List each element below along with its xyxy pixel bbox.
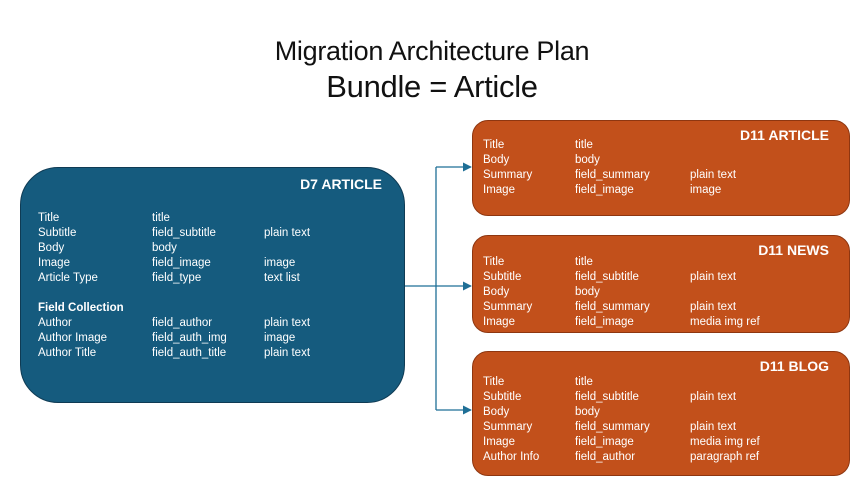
field-machine-name: title [575,376,593,388]
field-label: Title [483,376,505,388]
field-type: media img ref [690,436,760,448]
field-machine-name: field_type [152,272,202,284]
field-row: Title title [473,255,849,270]
field-row: Subtitle field_subtitle plain text [473,390,849,405]
field-machine-name: body [152,242,177,254]
d7-article-header: D7 ARTICLE [300,176,382,192]
field-machine-name: field_summary [575,421,650,433]
field-machine-name: body [575,154,600,166]
field-label: Article Type [38,272,98,284]
field-type: media img ref [690,316,760,328]
field-machine-name: field_summary [575,301,650,313]
field-label: Author Info [483,451,540,463]
field-machine-name: field_auth_img [152,332,227,344]
field-row: Author Title field_auth_title plain text [21,346,404,361]
field-label: Subtitle [38,227,77,239]
field-row: Title title [473,375,849,390]
field-label: Title [38,212,60,224]
field-machine-name: title [575,139,593,151]
field-machine-name: field_image [575,316,634,328]
field-machine-name: field_image [575,436,634,448]
field-row: Title title [21,211,404,226]
field-machine-name: field_image [575,184,634,196]
field-machine-name: field_image [152,257,211,269]
field-row: Summary field_summary plain text [473,300,849,315]
field-label: Image [483,184,515,196]
field-machine-name: field_author [152,317,213,329]
field-machine-name: field_subtitle [152,227,216,239]
field-row: Title title [473,138,849,153]
field-type: text list [264,272,300,284]
d11-blog-header: D11 BLOG [759,358,829,374]
field-label: Author [38,317,72,329]
field-label: Image [483,436,515,448]
field-row: Body body [21,241,404,256]
field-label: Body [38,242,65,254]
field-row: Author Image field_auth_img image [21,331,404,346]
field-row: Body body [473,153,849,168]
field-machine-name: title [152,212,170,224]
field-machine-name: field_summary [575,169,650,181]
diagram-title: Migration Architecture Plan Bundle = Art… [0,34,864,106]
field-row: Author Info field_author paragraph ref [473,450,849,465]
field-row: Body body [473,285,849,300]
field-row: Author field_author plain text [21,316,404,331]
field-label: Summary [483,301,533,313]
field-type: plain text [690,391,737,403]
field-machine-name: field_subtitle [575,271,639,283]
field-type: plain text [264,317,311,329]
field-label: Image [38,257,70,269]
field-type: plain text [264,227,311,239]
field-row: Summary field_summary plain text [473,420,849,435]
field-type: plain text [690,301,737,313]
field-label: Body [483,286,510,298]
field-type: paragraph ref [690,451,760,463]
field-machine-name: body [575,406,600,418]
field-label: Body [483,406,510,418]
title-line-2: Bundle = Article [326,69,538,104]
field-row: Summary field_summary plain text [473,168,849,183]
field-type: plain text [264,347,311,359]
field-row: Image field_image image [473,183,849,198]
field-machine-name: body [575,286,600,298]
field-row: Image field_image image [21,256,404,271]
field-row: Article Type field_type text list [21,271,404,286]
field-machine-name: field_author [575,451,636,463]
field-label: Author Image [38,332,108,344]
field-label: Image [483,316,515,328]
field-label: Author Title [38,347,97,359]
field-label: Subtitle [483,271,522,283]
field-label: Field Collection [38,302,124,314]
field-label: Body [483,154,510,166]
field-row: Image field_image media img ref [473,315,849,330]
field-type: plain text [690,169,737,181]
field-label: Title [483,139,505,151]
field-machine-name: field_auth_title [152,347,227,359]
field-type: plain text [690,421,737,433]
field-row: Body body [473,405,849,420]
field-row: Subtitle field_subtitle plain text [473,270,849,285]
field-row: Field Collection [21,301,404,316]
field-type: image [264,332,296,344]
field-machine-name: field_subtitle [575,391,639,403]
field-machine-name: title [575,256,593,268]
field-label: Subtitle [483,391,522,403]
field-row: Subtitle field_subtitle plain text [21,226,404,241]
field-type: image [264,257,296,269]
field-label: Summary [483,169,533,181]
field-row: Image field_image media img ref [473,435,849,450]
d11-article-header: D11 ARTICLE [740,127,829,143]
field-type: image [690,184,722,196]
field-label: Title [483,256,505,268]
field-type: plain text [690,271,737,283]
d11-news-header: D11 NEWS [758,242,829,258]
title-line-1: Migration Architecture Plan [274,36,590,66]
field-label: Summary [483,421,533,433]
